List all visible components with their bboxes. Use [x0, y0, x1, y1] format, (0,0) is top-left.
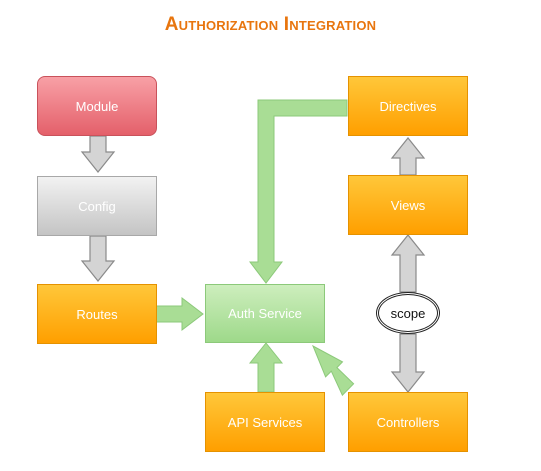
arrow-scope-to-controllers [390, 333, 426, 393]
scope-label: scope [376, 292, 440, 334]
node-config: Config [37, 176, 157, 236]
arrow-controllers-to-auth [312, 344, 355, 397]
arrow-views-to-directives [390, 137, 426, 176]
node-views: Views [348, 175, 468, 235]
arrow-routes-to-auth [155, 296, 204, 332]
node-routes: Routes [37, 284, 157, 344]
arrow-scope-to-views [390, 234, 426, 293]
arrow-config-to-routes [80, 235, 116, 282]
node-module: Module [37, 76, 157, 136]
diagram-title: Authorization Integration [164, 14, 377, 35]
node-controllers: Controllers [348, 392, 468, 452]
node-auth-service: Auth Service [205, 284, 325, 343]
arrow-module-to-config [80, 135, 116, 173]
node-api-services: API Services [205, 392, 325, 452]
arrow-api-to-auth [248, 342, 284, 393]
arrow-directives-to-auth [248, 99, 348, 284]
node-directives: Directives [348, 76, 468, 136]
